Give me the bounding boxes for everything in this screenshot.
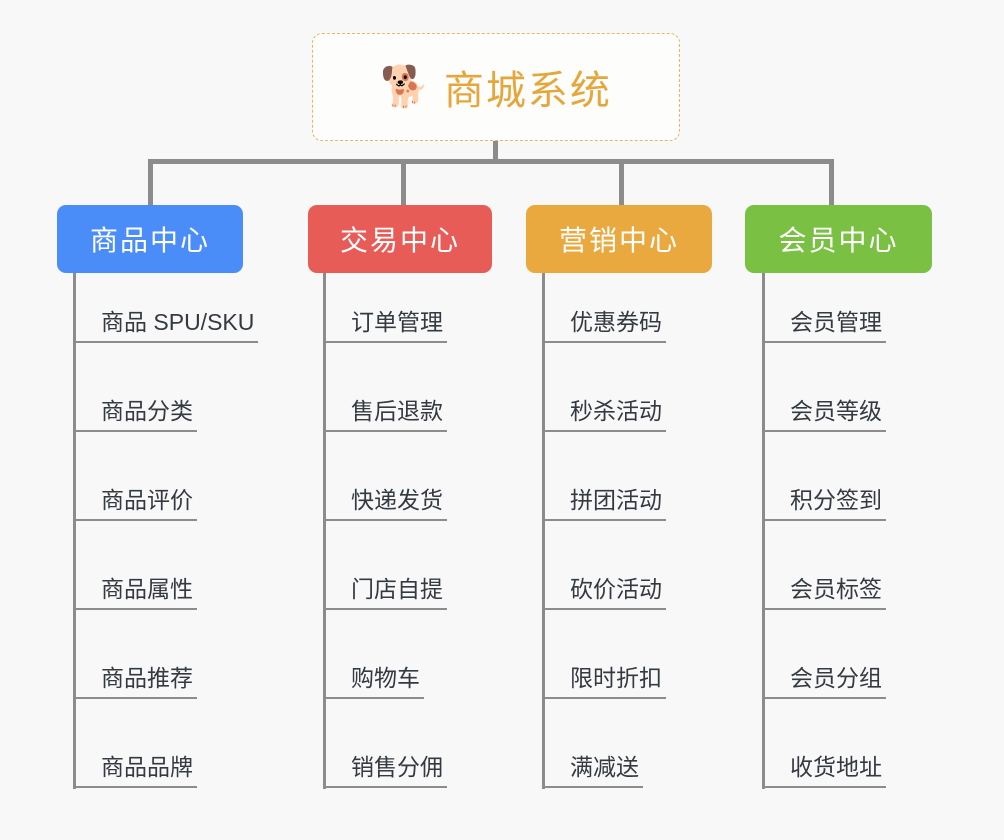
leaf-item[interactable]: 商品推荐	[73, 665, 197, 700]
leaf-item[interactable]: 积分签到	[762, 487, 886, 522]
category-box-trade-center[interactable]: 交易中心	[308, 205, 492, 273]
category-box-member-center[interactable]: 会员中心	[745, 205, 932, 273]
leaf-item[interactable]: 订单管理	[323, 309, 447, 344]
leaf-item[interactable]: 优惠券码	[542, 309, 666, 344]
leaf-item[interactable]: 商品属性	[73, 576, 197, 611]
root-connector-bar	[148, 159, 834, 164]
branch-connector-product-center	[148, 159, 153, 205]
category-label: 交易中心	[339, 225, 460, 256]
leaf-item[interactable]: 商品分类	[73, 398, 197, 433]
root-connector-stub	[493, 141, 498, 163]
category-box-product-center[interactable]: 商品中心	[57, 205, 243, 273]
leaf-item[interactable]: 会员分组	[762, 665, 886, 700]
branch-spine-marketing-center	[542, 273, 545, 789]
leaf-item[interactable]: 拼团活动	[542, 487, 666, 522]
branch-connector-member-center	[829, 159, 834, 205]
leaf-item[interactable]: 收货地址	[762, 754, 886, 789]
leaf-item[interactable]: 秒杀活动	[542, 398, 666, 433]
leaf-item[interactable]: 限时折扣	[542, 665, 666, 700]
dog-face-icon: 🐕	[380, 65, 430, 109]
leaf-item[interactable]: 会员等级	[762, 398, 886, 433]
root-title: 商城系统	[443, 69, 612, 113]
leaf-item[interactable]: 满减送	[542, 754, 643, 789]
leaf-item[interactable]: 购物车	[323, 665, 424, 700]
category-label: 商品中心	[89, 225, 210, 256]
leaf-item[interactable]: 售后退款	[323, 398, 447, 433]
root-node[interactable]: 🐕 商城系统	[312, 33, 680, 141]
branch-connector-trade-center	[401, 159, 406, 205]
branch-spine-trade-center	[323, 273, 326, 789]
category-label: 会员中心	[778, 225, 899, 256]
category-box-marketing-center[interactable]: 营销中心	[526, 205, 712, 273]
leaf-item[interactable]: 快递发货	[323, 487, 447, 522]
leaf-item[interactable]: 砍价活动	[542, 576, 666, 611]
leaf-item[interactable]: 会员标签	[762, 576, 886, 611]
leaf-item[interactable]: 会员管理	[762, 309, 886, 344]
leaf-item[interactable]: 销售分佣	[323, 754, 447, 789]
branch-connector-marketing-center	[619, 159, 624, 205]
leaf-item[interactable]: 商品品牌	[73, 754, 197, 789]
leaf-item[interactable]: 商品 SPU/SKU	[73, 309, 259, 344]
branch-spine-product-center	[73, 273, 76, 789]
leaf-item[interactable]: 商品评价	[73, 487, 197, 522]
branch-spine-member-center	[762, 273, 765, 789]
leaf-item[interactable]: 门店自提	[323, 576, 447, 611]
category-label: 营销中心	[558, 225, 679, 256]
